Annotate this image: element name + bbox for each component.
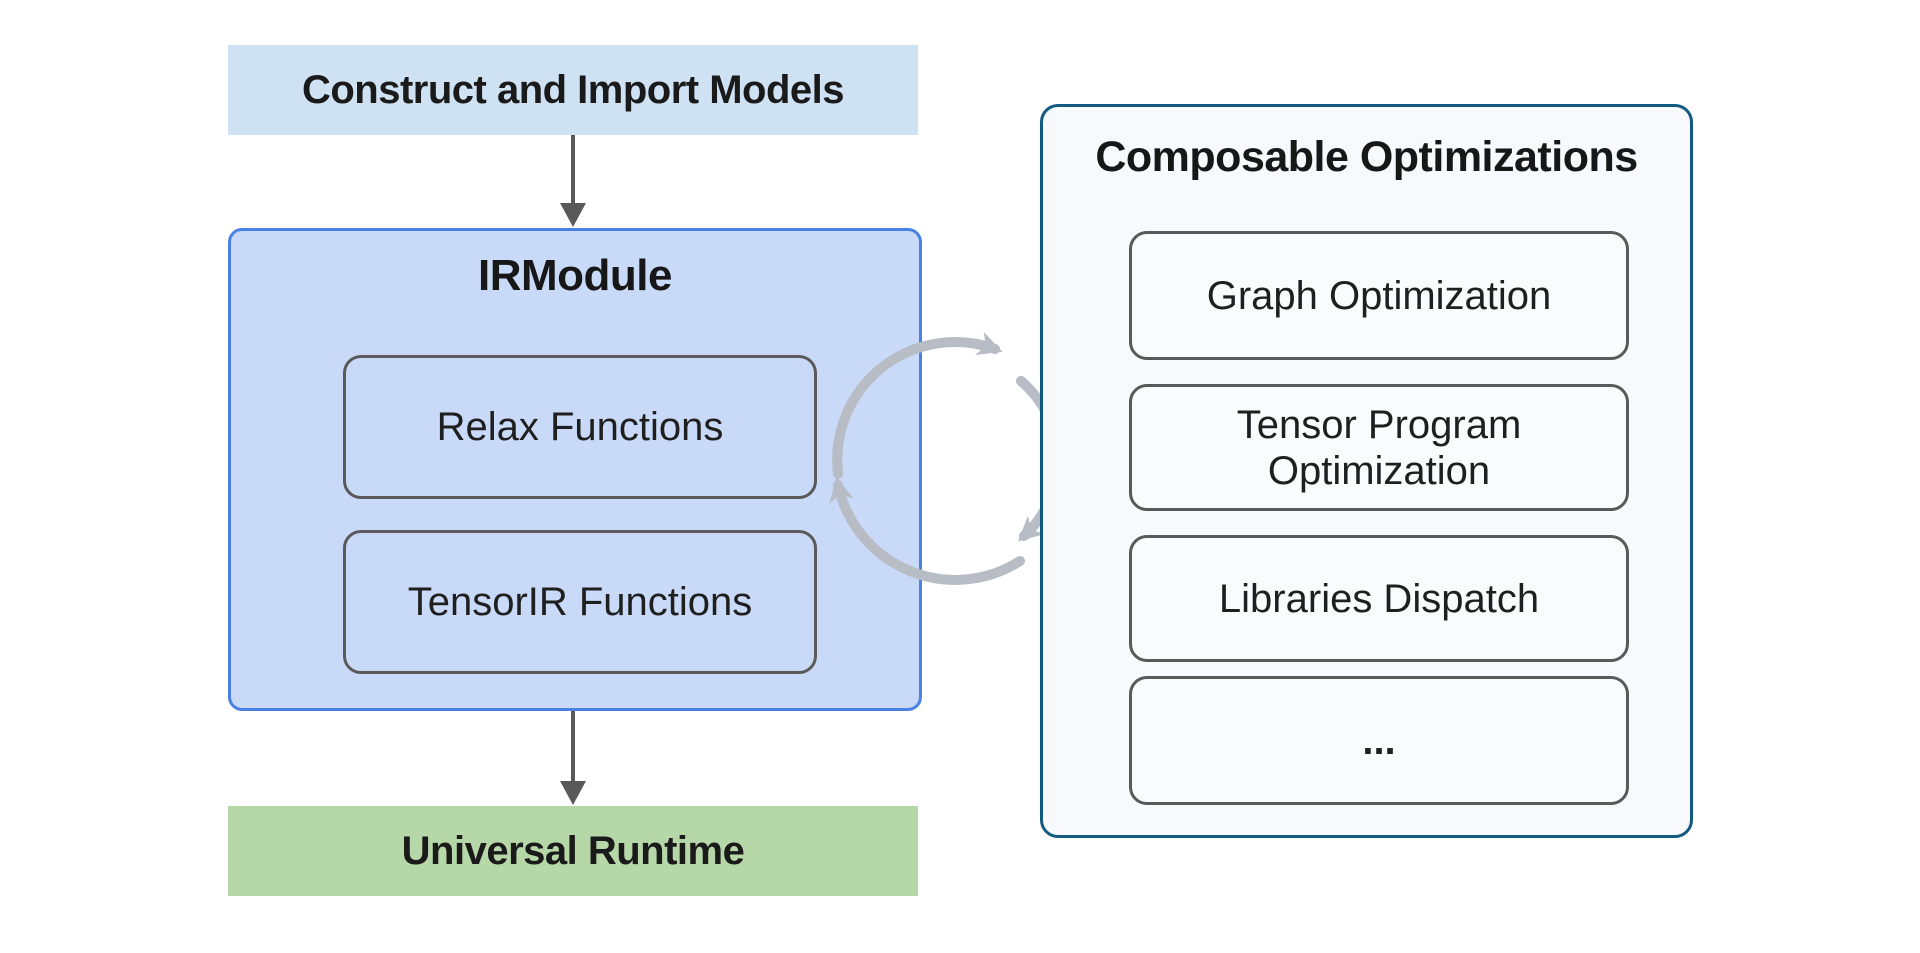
graph-optimization-label: Graph Optimization	[1206, 273, 1552, 318]
tensor-program-optimization-label: Tensor Program Optimization	[1236, 402, 1522, 493]
tensorir-functions-box: TensorIR Functions	[343, 530, 817, 674]
construct-import-box: Construct and Import Models	[228, 45, 918, 135]
universal-runtime-box: Universal Runtime	[228, 806, 918, 896]
more-optimizations-label: ...	[1362, 718, 1396, 763]
construct-import-label: Construct and Import Models	[301, 67, 845, 112]
libraries-dispatch-box: Libraries Dispatch	[1129, 535, 1629, 662]
graph-optimization-box: Graph Optimization	[1129, 231, 1629, 360]
libraries-dispatch-label: Libraries Dispatch	[1218, 576, 1540, 621]
composable-optimizations-panel: Composable Optimizations Graph Optimizat…	[1040, 104, 1693, 838]
tensorir-functions-label: TensorIR Functions	[407, 579, 753, 624]
relax-functions-box: Relax Functions	[343, 355, 817, 499]
universal-runtime-label: Universal Runtime	[401, 828, 745, 873]
tensor-program-optimization-box: Tensor Program Optimization	[1129, 384, 1629, 511]
arrow-down-icon	[560, 135, 586, 227]
more-optimizations-box: ...	[1129, 676, 1629, 805]
composable-optimizations-title: Composable Optimizations	[1095, 133, 1638, 181]
arrow-down-icon	[560, 711, 586, 805]
irmodule-title: IRModule	[478, 251, 672, 300]
relax-functions-label: Relax Functions	[436, 404, 724, 449]
irmodule-container: IRModule Relax Functions TensorIR Functi…	[228, 228, 922, 711]
